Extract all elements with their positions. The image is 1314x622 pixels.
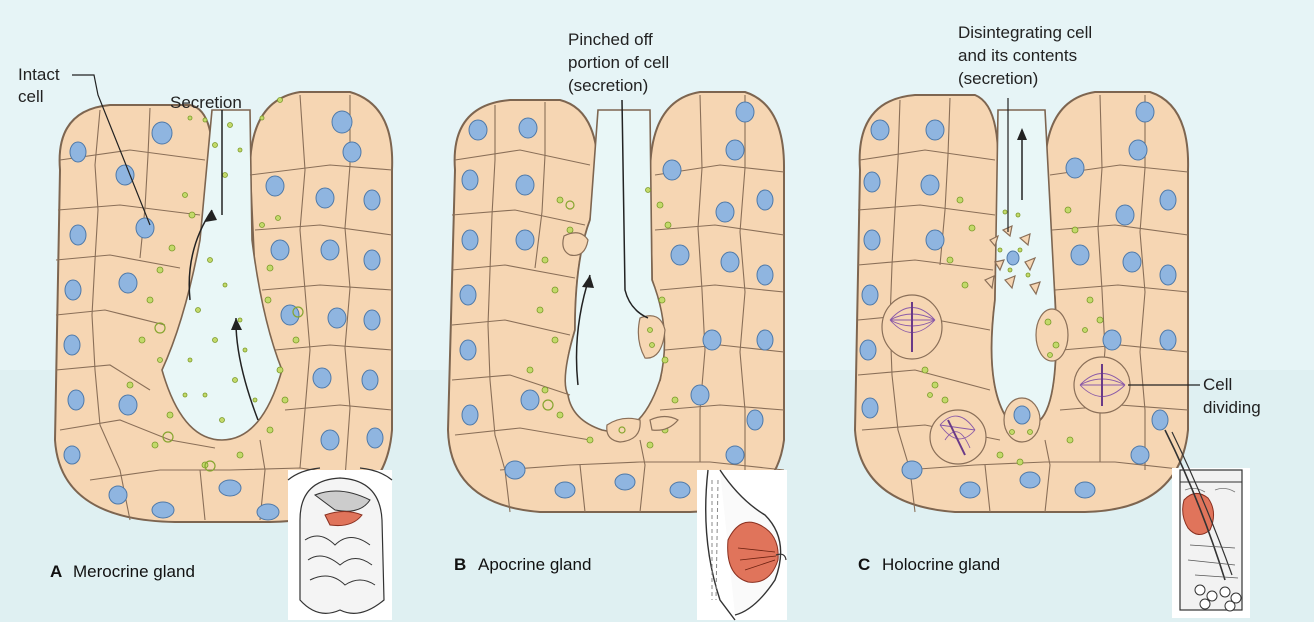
breast-icon	[697, 470, 787, 620]
pinched-label-line3: (secretion)	[568, 76, 648, 95]
disintegrating-label-line3: (secretion)	[958, 69, 1038, 88]
intact-cell-label-line2: cell	[18, 87, 44, 106]
disintegrating-label-line1: Disintegrating cell	[958, 23, 1092, 42]
secretion-label: Secretion	[170, 93, 242, 112]
panel-a-letter: A	[50, 562, 62, 581]
pinched-label-line1: Pinched off	[568, 30, 653, 49]
disintegrating-label-line2: and its contents	[958, 46, 1077, 65]
panel-a-name: Merocrine gland	[73, 562, 195, 581]
panel-c-letter: C	[858, 555, 870, 574]
digestive-tract-icon	[288, 468, 392, 620]
intact-cell-label-line1: Intact	[18, 65, 60, 84]
panel-b-letter: B	[454, 555, 466, 574]
cell-dividing-label-line2: dividing	[1203, 398, 1261, 417]
panel-c-name: Holocrine gland	[882, 555, 1000, 574]
cell-dividing-label-line1: Cell	[1203, 375, 1232, 394]
pinched-label-line2: portion of cell	[568, 53, 669, 72]
panel-b-name: Apocrine gland	[478, 555, 591, 574]
